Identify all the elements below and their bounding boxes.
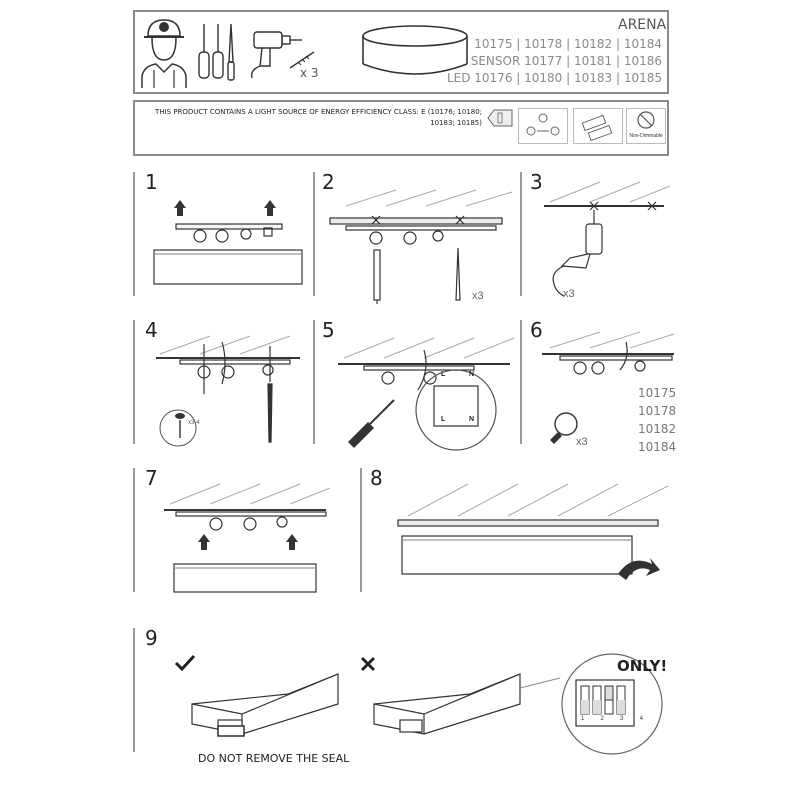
step3-count: x3 [563,288,575,300]
worker-icon [141,19,187,88]
dimmable-box [626,108,666,144]
fixing-box [573,108,623,144]
check-icon [174,654,196,672]
drill-icon [250,31,302,79]
sensor-icon [526,113,560,136]
product-codes: 10175 | 10178 | 10182 | 10184 SENSOR 101… [440,36,662,87]
header-panel [133,10,669,94]
divider [133,468,135,592]
screwdrivers-icon [198,23,235,81]
step7-illustration [164,483,331,593]
step6-count: x3 [576,436,588,448]
connector-icon [581,114,613,142]
cross-icon [360,656,376,672]
terminal-label-n-bottom: N [469,416,475,423]
energy-line: 10183; 10185) [430,119,482,127]
energy-label-icon [487,109,513,127]
step-number: 2 [322,170,335,194]
divider [133,628,135,752]
dip-switch-zoom [561,653,663,755]
divider [133,172,135,296]
step2-count: x3 [472,290,484,302]
step-number: 8 [370,466,383,490]
switch-number: 2 [600,716,604,722]
step4-illustration [156,335,300,447]
step1-illustration [153,200,303,285]
code-line: SENSOR 10177 | 10181 | 10186 [470,54,662,68]
lamp-drum-icon [362,25,468,75]
step5-illustration [338,337,515,451]
step-number: 7 [145,466,158,490]
code-item: 10184 [638,440,677,454]
step4-screw-count: x3-4 [188,420,200,426]
non-dimmable-icon [637,111,655,129]
divider [360,468,362,592]
terminal-label-n: N [469,371,475,378]
step-number: 6 [530,318,543,342]
energy-text: THIS PRODUCT CONTAINS A LIGHT SOURCE OF … [136,107,482,129]
code-item: 10182 [638,422,677,436]
step6-codes: 10175 10178 10182 10184 [638,384,676,456]
code-line: LED 10176 | 10180 | 10183 | 10185 [446,71,662,85]
step3-illustration [544,181,671,297]
code-line: 10175 | 10178 | 10182 | 10184 [474,37,662,51]
step-number: 3 [530,170,543,194]
divider [520,172,522,296]
bulb-icon [550,412,578,444]
divider [520,320,522,444]
terminal-label-l-bottom: L [441,416,446,423]
step-number: 1 [145,170,158,194]
step2-illustration [329,189,513,304]
step-number: 4 [145,318,158,342]
driver-sealed-illustration [191,673,339,737]
step6-illustration [542,331,675,375]
switch-number: 1 [581,716,585,722]
energy-line: THIS PRODUCT CONTAINS A LIGHT SOURCE OF … [155,108,482,116]
step8-illustration [397,483,669,580]
switch-number: 4 [639,716,643,722]
switch-numbers: 1 2 3 4 [581,716,643,722]
terminal-label-l: L [441,371,446,378]
product-name: ARENA [618,17,667,33]
code-item: 10175 [638,386,677,400]
sensor-box [518,108,568,144]
driver-unsealed-illustration [373,673,561,735]
divider [133,320,135,444]
screw-icon [289,51,315,69]
code-item: 10178 [638,404,677,418]
switch-number: 3 [620,716,624,722]
divider [313,320,315,444]
only-label: ONLY! [617,657,668,675]
energy-panel [133,100,669,156]
step-number: 9 [145,626,158,650]
step-number: 5 [322,318,335,342]
seal-note: DO NOT REMOVE THE SEAL [198,752,350,765]
screw-count: x 3 [300,66,319,80]
non-dimmable-label: Non-Dimmable [629,133,663,139]
divider [313,172,315,296]
